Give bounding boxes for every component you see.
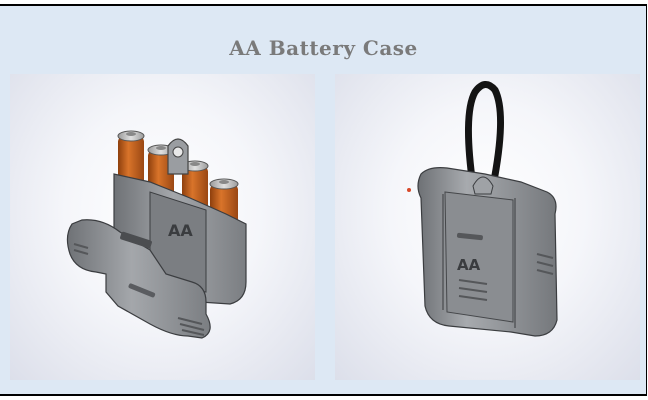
case-marking-aa-closed: AA	[457, 256, 481, 274]
battery-cells	[117, 130, 239, 236]
case-body: AA	[407, 167, 558, 337]
case-marking-aa: AA	[168, 221, 193, 240]
page-title: AA Battery Case	[229, 36, 418, 60]
battery-case-open-render: AA	[66, 130, 247, 339]
battery-case-closed-image: AA	[335, 74, 640, 380]
case-lid	[66, 219, 211, 339]
lanyard	[465, 81, 504, 190]
battery-case-closed-render: AA	[407, 81, 558, 337]
indicator-dot	[407, 188, 411, 192]
battery-case-open-image: AA	[10, 74, 315, 380]
